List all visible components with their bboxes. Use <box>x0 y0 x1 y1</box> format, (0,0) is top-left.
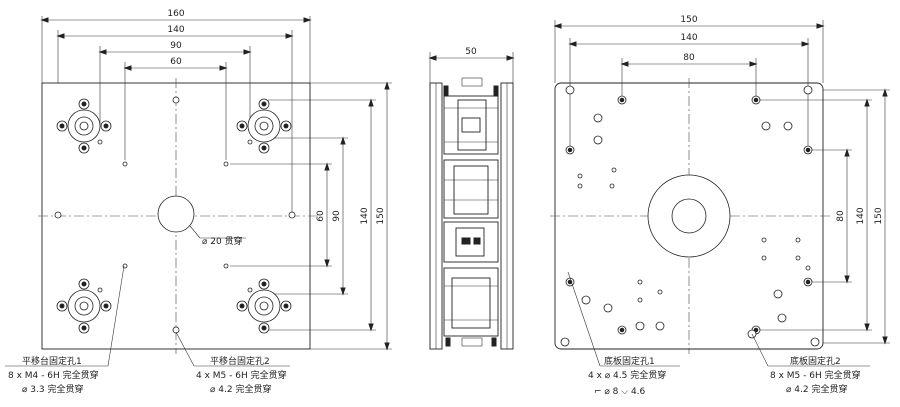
bearing-cluster-bottom-right <box>236 278 292 334</box>
base-dim-label-150: 150 <box>680 15 697 25</box>
base-corner-hole <box>560 337 570 347</box>
base-dim-label-v150: 150 <box>874 207 884 224</box>
note-right-line1: 4 x M5 - 6H 完全贯穿 <box>196 369 287 381</box>
dim-label-50: 50 <box>465 47 477 57</box>
note-left-title: 平移台固定孔1 <box>22 355 82 367</box>
side-view: 50 <box>428 47 515 350</box>
side-bottom-module <box>443 267 499 337</box>
base-note-left-line2: ⌐ ⌀ 8 ⌵ 4.6 <box>594 387 646 397</box>
base-note-right-line1: 8 x M5 - 6H 完全贯穿 <box>770 369 861 381</box>
dim-label-160: 160 <box>167 9 184 19</box>
side-middle-module <box>443 159 499 219</box>
dim-label-v140: 140 <box>360 207 370 224</box>
base-note-right-line2: ⌀ 4.2 完全贯穿 <box>786 383 847 395</box>
note-right-line2: ⌀ 4.2 完全贯穿 <box>210 383 271 395</box>
mount-hole <box>54 211 62 219</box>
dim-label-v150: 150 <box>376 207 386 224</box>
dim-label-140: 140 <box>167 25 184 35</box>
dim-label-60: 60 <box>170 57 182 67</box>
base-misc-holes <box>577 113 811 339</box>
small-hole <box>223 263 229 269</box>
base-view: 150 140 80 80 140 150 <box>550 15 890 397</box>
small-hole <box>223 161 229 167</box>
base-dim-label-v140: 140 <box>856 207 866 224</box>
dim-label-v60: 60 <box>316 210 326 222</box>
dim-label-v90: 90 <box>332 210 342 222</box>
base-mount-holes <box>565 95 813 335</box>
bearing-cluster-top-left <box>56 98 112 154</box>
front-view: 160 140 90 60 60 90 140 150 ⌀ 20 贯穿 <box>5 9 392 395</box>
bearing-cluster-bottom-left <box>56 278 112 334</box>
note-right-title: 平移台固定孔2 <box>210 355 270 367</box>
side-lower-module <box>443 221 499 263</box>
center-hole-label: ⌀ 20 贯穿 <box>202 235 243 247</box>
base-note-left-title: 底板固定孔1 <box>604 355 655 367</box>
base-corner-hole <box>810 337 820 347</box>
side-upper-module <box>443 95 499 155</box>
center-through-hole <box>157 195 195 233</box>
base-dim-label-v80: 80 <box>836 210 846 222</box>
mount-hole <box>172 326 180 334</box>
mount-hole <box>172 96 180 104</box>
base-dim-label-140: 140 <box>680 33 697 43</box>
base-corner-hole <box>803 85 813 95</box>
mount-hole <box>288 211 296 219</box>
base-corner-hole <box>565 85 575 95</box>
small-hole <box>122 161 128 167</box>
dim-label-90: 90 <box>170 41 182 51</box>
base-center-hole <box>671 198 707 234</box>
bearing-cluster-top-right <box>236 98 292 154</box>
note-left-line2: ⌀ 3.3 完全贯穿 <box>22 383 83 395</box>
base-dim-label-80: 80 <box>683 53 695 63</box>
base-note-right-title: 底板固定孔2 <box>790 355 841 367</box>
base-note-left-line1: 4 x ⌀ 4.5 完全贯穿 <box>588 369 666 381</box>
note-left-line1: 8 x M4 - 6H 完全贯穿 <box>8 369 99 381</box>
